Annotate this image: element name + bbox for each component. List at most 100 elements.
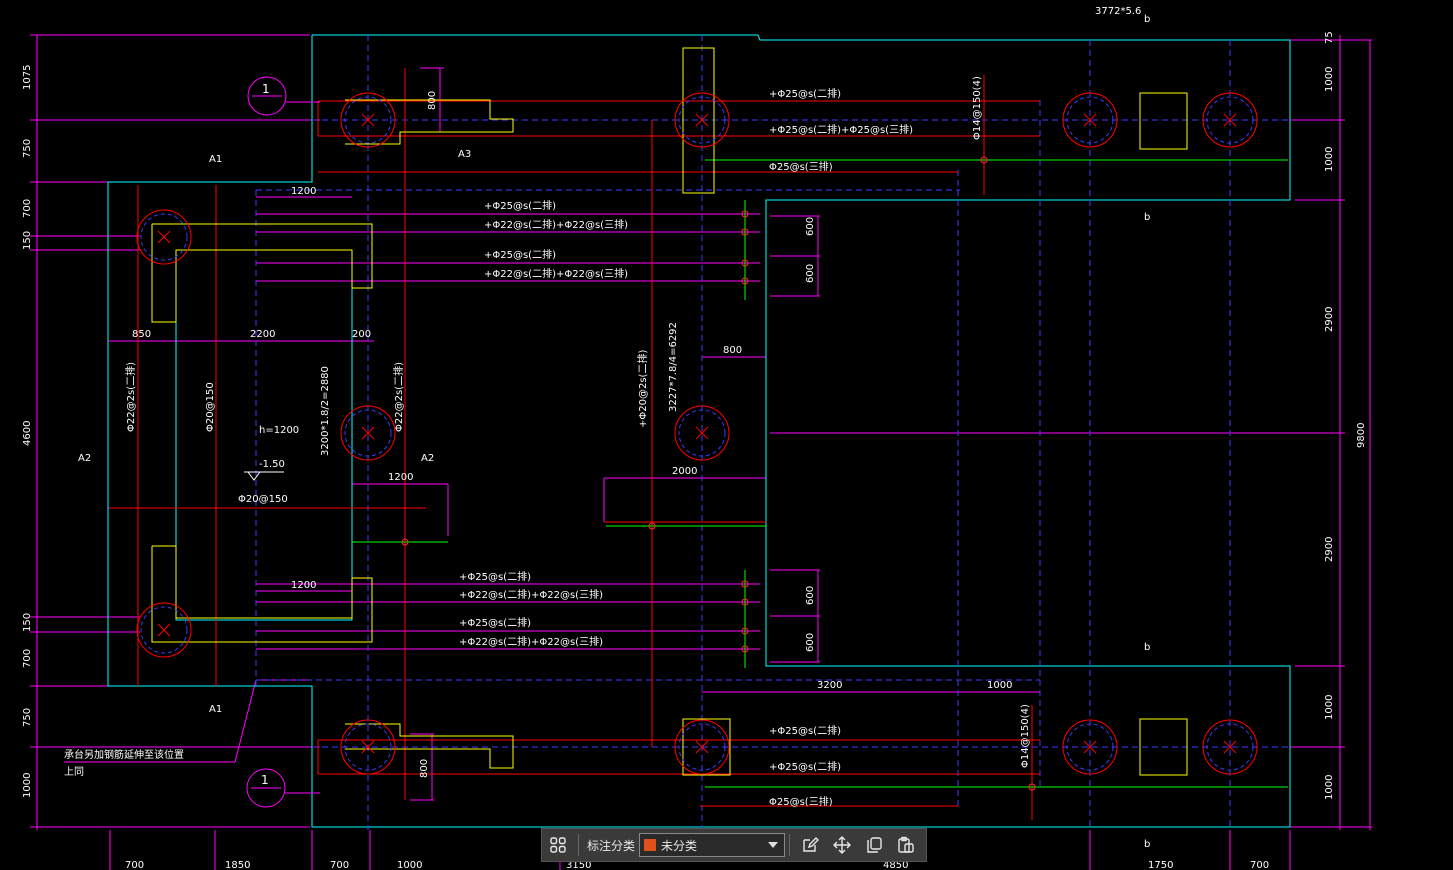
rebar-top-mid-4: +Φ22@s(二排)+Φ22@s(三排) [484,267,628,280]
edit-icon[interactable] [797,832,823,858]
formula-left: 3200*1.8/2=2880 [320,366,331,456]
right-dim-4: 2900 [1324,307,1335,332]
dim-850: 850 [132,329,151,340]
category-color-swatch [644,839,657,851]
zone-a2-mid: A2 [421,453,434,464]
right-dim-6: 1000 [1324,695,1335,720]
rebar-top-upper-2: +Φ25@s(二排)+Φ25@s(三排) [769,123,913,136]
rebar-vert-left-2: Φ20@150 [205,382,216,432]
pile-5 [136,209,192,265]
pile-11 [1062,719,1118,775]
dim-1000: 1000 [987,680,1012,691]
rebar-bot-2: +Φ25@s(二排) [769,760,841,773]
rebar-low-mid-2: +Φ22@s(二排)+Φ22@s(三排) [459,588,603,601]
pile-3 [1062,92,1118,148]
dim-800-mid: 800 [723,345,742,356]
dim-2000: 2000 [672,466,697,477]
axis-marker-top-label: 1 [262,82,270,96]
axis-grid [255,35,1290,830]
category-dropdown[interactable]: 未分类 [639,833,786,857]
left-dim-4: 150 [22,231,33,250]
bottom-dim-7: 1750 [1148,860,1173,870]
toolbar-separator [789,834,791,856]
dim-1200-low: 1200 [291,580,316,591]
zone-a2-left: A2 [78,453,91,464]
bottom-dim-2: 1850 [225,860,250,870]
zone-a1-bottom: A1 [209,704,222,715]
note-line-2: 上同 [64,766,84,778]
dim-800-top: 800 [427,91,438,110]
rebar-vert-mid: Φ22@2s(二排) [392,362,405,432]
stirrup-top: Φ14@150(4) [972,76,983,140]
left-dim-2: 750 [22,139,33,158]
section-mark-2: b [1144,212,1150,223]
rebar-top-upper-1: +Φ25@s(二排) [769,87,841,100]
move-icon[interactable] [829,832,855,858]
rebar-vert-center: +Φ20@2s(二排) [636,350,649,428]
category-selected-value: 未分类 [661,838,698,853]
dim-3200: 3200 [817,680,842,691]
left-dim-8: 750 [22,708,33,727]
green-rebar [352,159,1288,788]
bottom-dim-5: 3150 [566,860,591,870]
slab-thickness: h=1200 [259,425,299,436]
pile-6 [340,405,396,461]
left-dim-1: 1075 [22,65,33,90]
piles [136,92,1258,775]
axis-marker-top: 1 [247,76,320,116]
rebar-lines [110,68,1040,820]
section-mark-1: b [1144,14,1150,25]
rebar-anchors [401,156,1036,791]
grid-icon[interactable] [545,832,571,858]
left-dim-3: 700 [22,199,33,218]
formula-right: 3227*7.8/4=6292 [668,322,679,412]
section-mark-4: b [1144,839,1150,850]
pile-7 [674,405,730,461]
annotation-toolbar: 标注分类 未分类 [541,828,927,862]
note-line-1: 承台另加钢筋延伸至该位置 [64,748,184,761]
left-dim-6: 150 [22,613,33,632]
rebar-low-mid-1: +Φ25@s(二排) [459,570,531,583]
pile-9 [340,719,396,775]
pile-12 [1202,719,1258,775]
rebar-top-mid-3: +Φ25@s(二排) [484,248,556,261]
axis-marker-bottom-label: 1 [261,773,269,787]
bottom-dim-1: 700 [125,860,144,870]
bottom-dim-8: 700 [1250,860,1269,870]
rebar-low-mid-4: +Φ22@s(二排)+Φ22@s(三排) [459,635,603,648]
elevation-marker: -1.50 [244,459,285,481]
elevation-label: -1.50 [259,459,285,470]
paste-icon[interactable] [893,832,919,858]
left-dim-7: 700 [22,649,33,668]
right-dim-1: 75 [1324,31,1335,44]
dim-600-2: 600 [805,264,816,283]
copy-icon[interactable] [861,832,887,858]
zone-a1-top: A1 [209,154,222,165]
pile-4 [1202,92,1258,148]
rebar-top-mid-1: +Φ25@s(二排) [484,199,556,212]
overall-height: 9800 [1356,423,1367,448]
rebar-horiz-left: Φ20@150 [238,494,288,505]
left-dim-5: 4600 [22,421,33,446]
rebar-low-mid-3: +Φ25@s(二排) [459,616,531,629]
left-dim-9: 1000 [22,773,33,798]
dim-800-bottom: 800 [419,759,430,778]
pier-outlines [151,47,1188,776]
dim-600-3: 600 [805,586,816,605]
dimension-lines [30,34,1372,870]
rebar-bot-1: +Φ25@s(二排) [769,724,841,737]
pile-8 [136,602,192,658]
right-dim-2: 1000 [1324,67,1335,92]
rebar-vert-left-1: Φ22@2s(二排) [124,362,137,432]
header-formula: 3772*5.6 [1095,6,1141,17]
dim-600-4: 600 [805,633,816,652]
rebar-bot-3: Φ25@s(三排) [769,795,833,808]
section-mark-3: b [1144,642,1150,653]
dim-600-1: 600 [805,217,816,236]
dim-1200-mid: 1200 [388,472,413,483]
right-dim-7: 1000 [1324,775,1335,800]
slab-outline [107,34,1291,828]
zone-a3: A3 [458,149,471,160]
